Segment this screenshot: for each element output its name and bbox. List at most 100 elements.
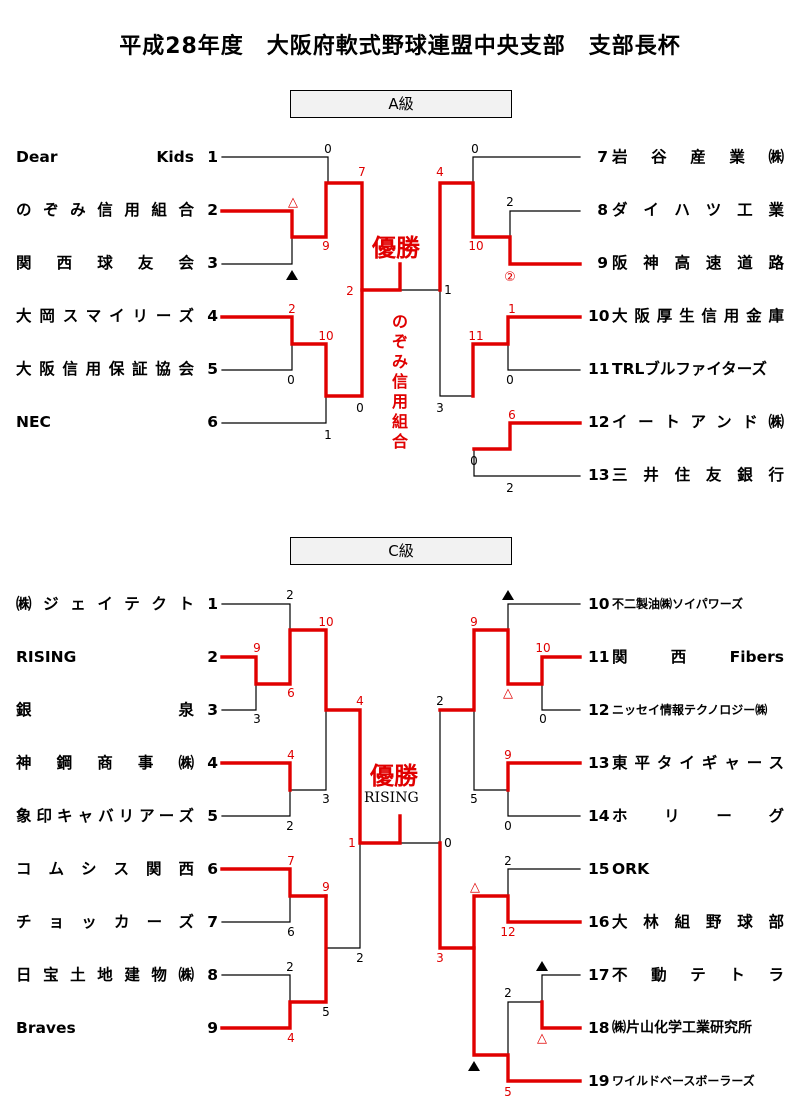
team-name: チョッカーズ bbox=[16, 913, 194, 931]
score-label: 4 bbox=[356, 694, 364, 708]
score-label: ② bbox=[504, 270, 516, 285]
score-label: 6 bbox=[508, 408, 516, 422]
team-number: 9 bbox=[207, 1019, 218, 1037]
team-number: 14 bbox=[588, 807, 610, 825]
score-label: 5 bbox=[504, 1085, 512, 1099]
score-label: 2 bbox=[504, 854, 512, 868]
score-label: 2 bbox=[286, 819, 294, 833]
score-label: 3 bbox=[322, 792, 330, 806]
team-number: 18 bbox=[588, 1019, 610, 1037]
score-label: 0 bbox=[470, 454, 478, 468]
team-number: 1 bbox=[207, 148, 218, 166]
score-label: 10 bbox=[318, 329, 333, 343]
score-label: 2 bbox=[286, 960, 294, 974]
score-label: △ bbox=[470, 880, 480, 895]
score-label: 2 bbox=[436, 694, 444, 708]
team-row: のぞみ信用組合 2 bbox=[16, 200, 228, 220]
score-label: 2 bbox=[356, 951, 364, 965]
score-label: 9 bbox=[504, 748, 512, 762]
team-name: ㈱ジェイテクト bbox=[16, 595, 194, 613]
score-label: 0 bbox=[287, 373, 295, 387]
team-name: 大阪厚生信用金庫 bbox=[612, 307, 784, 325]
bracket-line-winner bbox=[438, 841, 582, 950]
team-number: 10 bbox=[588, 307, 610, 325]
team-row: 神鋼商事㈱4 bbox=[16, 753, 228, 773]
score-label: 0 bbox=[504, 819, 512, 833]
bracket-line bbox=[221, 395, 327, 424]
team-number: 16 bbox=[588, 913, 610, 931]
team-row: 日宝土地建物㈱8 bbox=[16, 965, 228, 985]
score-label: 2 bbox=[346, 284, 354, 298]
score-label: 9 bbox=[322, 239, 330, 253]
team-name: ORK bbox=[612, 860, 650, 878]
black-triangle-icon bbox=[286, 270, 298, 280]
score-label: 5 bbox=[322, 1005, 330, 1019]
team-number: 10 bbox=[588, 595, 610, 613]
score-label: 4 bbox=[436, 165, 444, 179]
bracket-line bbox=[507, 343, 581, 371]
score-label: 4 bbox=[287, 1031, 295, 1045]
bracket-line bbox=[221, 974, 291, 1003]
score-label: 3 bbox=[436, 951, 444, 965]
score-label: 2 bbox=[506, 481, 514, 495]
bracket-line bbox=[221, 236, 293, 265]
score-label: 10 bbox=[468, 239, 483, 253]
bracket-line bbox=[541, 683, 581, 711]
bracket-line bbox=[473, 448, 581, 477]
team-number: 2 bbox=[207, 648, 218, 666]
team-name: イートアンド㈱ bbox=[612, 413, 784, 431]
team-name: 阪神高速道路 bbox=[612, 254, 784, 272]
score-label: 0 bbox=[471, 142, 479, 156]
score-label: 6 bbox=[287, 686, 295, 700]
team-name: NEC bbox=[16, 413, 51, 431]
team-name: ダイハツ工業 bbox=[612, 201, 784, 219]
score-label: 10 bbox=[318, 615, 333, 629]
a-class-header: A級 bbox=[290, 90, 512, 118]
bracket-line-winner bbox=[472, 946, 582, 1083]
score-label: 10 bbox=[535, 641, 550, 655]
team-number: 4 bbox=[207, 307, 218, 325]
team-name: RISING bbox=[16, 648, 77, 666]
bracket-line-winner bbox=[471, 315, 582, 398]
team-name: TRLブルファイターズ bbox=[612, 360, 767, 378]
team-number: 9 bbox=[597, 254, 608, 272]
score-label: 9 bbox=[322, 880, 330, 894]
bracket-line bbox=[221, 789, 291, 817]
team-number: 12 bbox=[588, 701, 610, 719]
bracket-line-winner bbox=[506, 761, 582, 792]
score-label: 0 bbox=[356, 401, 364, 415]
team-number: 2 bbox=[207, 201, 218, 219]
team-name: のぞみ信用組合 bbox=[16, 201, 194, 219]
score-label: 1 bbox=[508, 302, 516, 316]
team-name: 大阪信用保証協会 bbox=[16, 360, 194, 378]
bracket-line bbox=[439, 709, 475, 844]
team-name: コムシス関西 bbox=[16, 860, 194, 878]
team-number: 7 bbox=[597, 148, 608, 166]
team-number: 11 bbox=[588, 360, 610, 378]
page-title: 平成28年度 大阪府軟式野球連盟中央支部 支部長杯 bbox=[119, 34, 681, 59]
score-label: 9 bbox=[253, 641, 261, 655]
team-name: 不動テトラ bbox=[612, 966, 784, 984]
a-class-champion-team: のぞみ信用組合 bbox=[391, 312, 408, 451]
team-number: 19 bbox=[588, 1072, 610, 1090]
score-label: 2 bbox=[286, 588, 294, 602]
team-name: 大林組野球部 bbox=[612, 913, 784, 931]
bracket-line-winner bbox=[220, 894, 328, 1030]
team-number: 3 bbox=[207, 701, 218, 719]
team-name: Dear Kids bbox=[16, 148, 194, 166]
team-name: 関西球友会 bbox=[16, 254, 194, 272]
score-label: 7 bbox=[287, 854, 295, 868]
a-class-winner-lines bbox=[220, 181, 582, 451]
